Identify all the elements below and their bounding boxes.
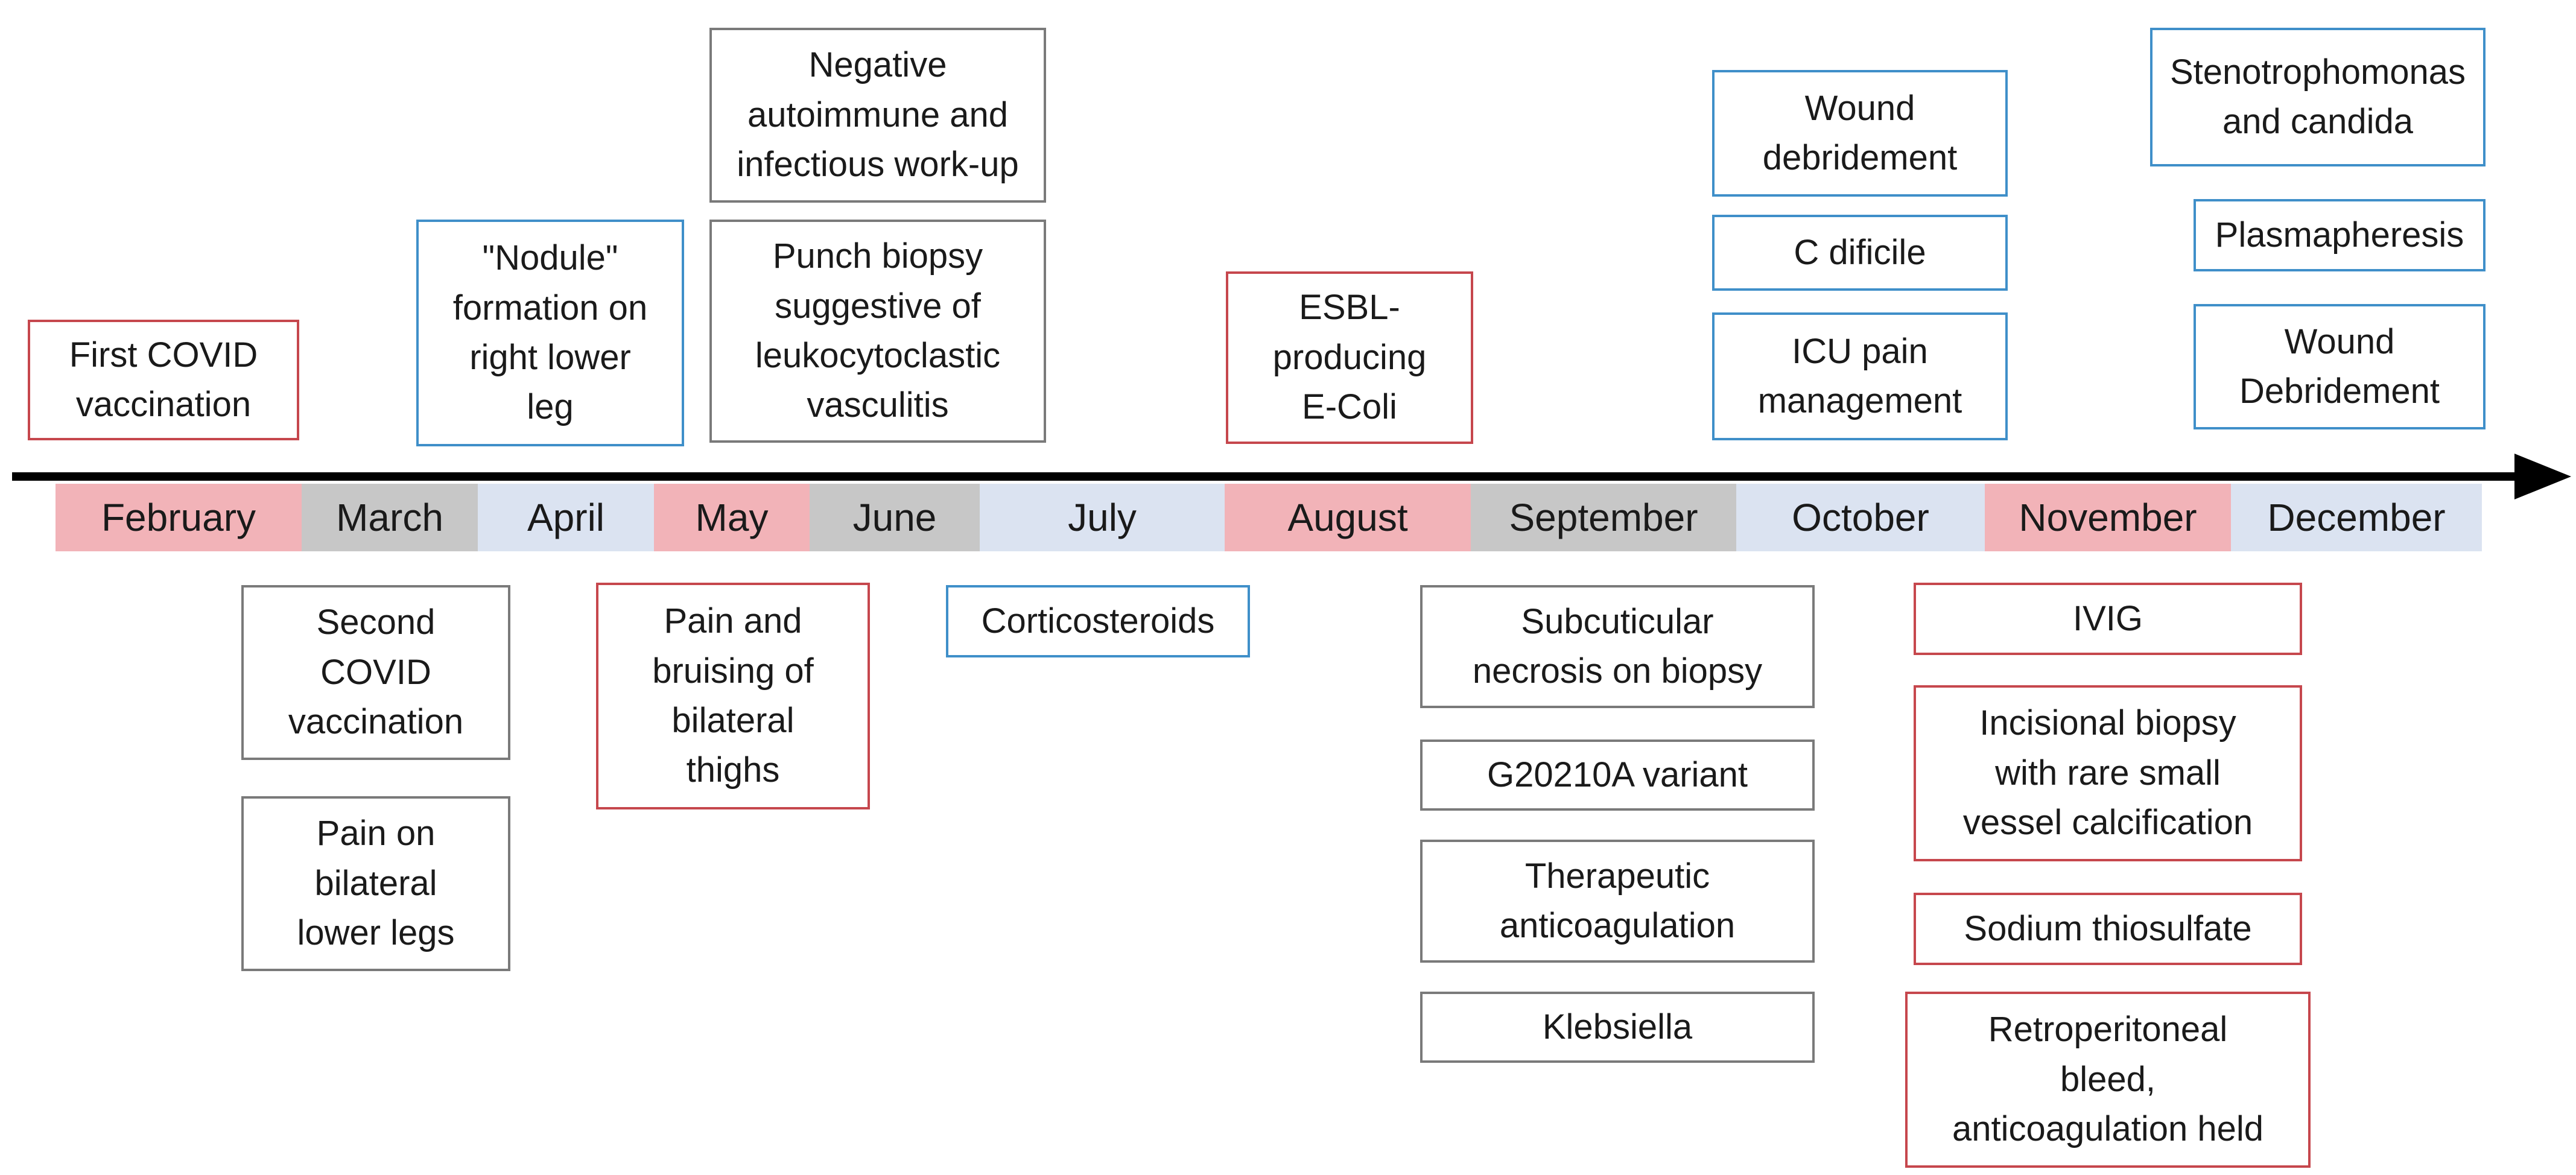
month-november: November	[1985, 484, 2231, 551]
month-may: May	[654, 484, 810, 551]
month-december: December	[2231, 484, 2482, 551]
event-retroperitoneal-bleed: Retroperitoneal bleed, anticoagulation h…	[1905, 992, 2311, 1168]
event-plasmapheresis: Plasmapheresis	[2194, 199, 2486, 271]
event-pain-bruising-thighs: Pain and bruising of bilateral thighs	[596, 583, 870, 809]
event-wound-debridement-2: Wound Debridement	[2194, 304, 2486, 429]
event-second-covid-vaccination: Second COVID vaccination	[241, 585, 510, 760]
event-esbl-e-coli: ESBL- producing E-Coli	[1226, 271, 1473, 444]
event-sodium-thiosulfate: Sodium thiosulfate	[1914, 893, 2302, 965]
event-klebsiella: Klebsiella	[1420, 992, 1815, 1063]
event-punch-biopsy: Punch biopsy suggestive of leukocytoclas…	[709, 220, 1046, 443]
month-march: March	[302, 484, 478, 551]
event-ivig: IVIG	[1914, 583, 2302, 655]
timeline-arrow-head	[2514, 454, 2571, 499]
event-stenotrophomonas-candida: Stenotrophomonas and candida	[2150, 28, 2486, 166]
month-april: April	[478, 484, 654, 551]
month-july: July	[980, 484, 1225, 551]
event-c-dificile: C dificile	[1712, 215, 2008, 291]
month-october: October	[1736, 484, 1985, 551]
event-pain-lower-legs: Pain on bilateral lower legs	[241, 796, 510, 971]
event-incisional-biopsy: Incisional biopsy with rare small vessel…	[1914, 685, 2302, 861]
month-february: February	[56, 484, 302, 551]
event-icu-pain-management: ICU pain management	[1712, 312, 2008, 440]
event-wound-debridement-1: Wound debridement	[1712, 70, 2008, 197]
event-nodule-formation: "Nodule" formation on right lower leg	[416, 220, 684, 446]
event-corticosteroids: Corticosteroids	[946, 585, 1250, 657]
month-june: June	[810, 484, 980, 551]
event-first-covid-vaccination: First COVID vaccination	[28, 320, 299, 440]
event-negative-workup: Negative autoimmune and infectious work-…	[709, 28, 1046, 203]
month-august: August	[1225, 484, 1471, 551]
event-subcuticular-necrosis: Subcuticular necrosis on biopsy	[1420, 585, 1815, 708]
month-september: September	[1471, 484, 1736, 551]
event-g20210a-variant: G20210A variant	[1420, 740, 1815, 811]
event-therapeutic-anticoagulation: Therapeutic anticoagulation	[1420, 840, 1815, 963]
